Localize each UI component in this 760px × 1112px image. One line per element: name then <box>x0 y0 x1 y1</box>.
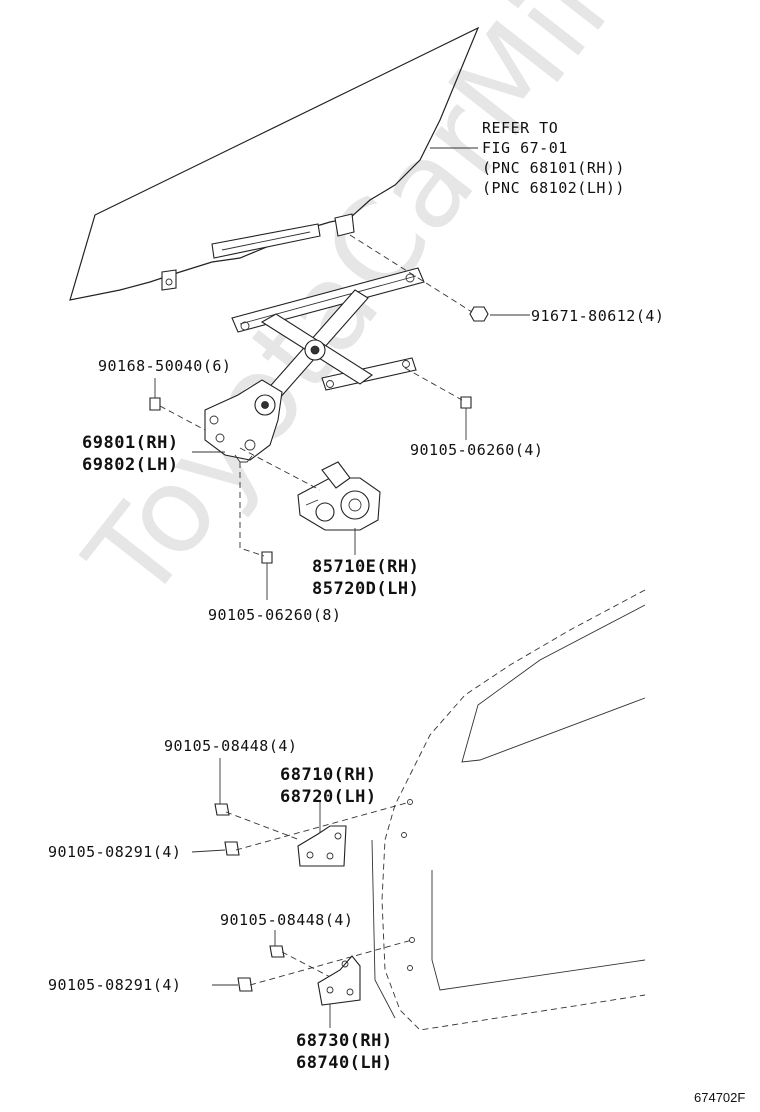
part-label-68740-lh[interactable]: 68740(LH) <box>296 1053 393 1073</box>
part-label-90105-08448-top[interactable]: 90105-08448(4) <box>164 737 298 755</box>
refer-line-2: FIG 67-01 <box>482 139 568 157</box>
part-label-69802-lh[interactable]: 69802(LH) <box>82 455 179 475</box>
refer-line-4: (PNC 68102(LH)) <box>482 179 625 197</box>
part-label-69801-rh[interactable]: 69801(RH) <box>82 433 179 453</box>
dashed-leaders <box>159 234 473 986</box>
door-glass <box>69 26 480 301</box>
part-label-85720d-lh[interactable]: 85720D(LH) <box>312 579 420 599</box>
part-label-90168-50040[interactable]: 90168-50040(6) <box>98 357 232 375</box>
part-label-68730-rh[interactable]: 68730(RH) <box>296 1031 393 1051</box>
bolts <box>149 306 489 992</box>
figure-code: 674702F <box>694 1090 746 1105</box>
regulator-motor <box>297 461 381 531</box>
part-label-68710-rh[interactable]: 68710(RH) <box>280 765 377 785</box>
part-label-90105-08291-top[interactable]: 90105-08291(4) <box>48 843 182 861</box>
refer-line-3: (PNC 68101(RH)) <box>482 159 625 177</box>
part-label-85710e-rh[interactable]: 85710E(RH) <box>312 557 420 577</box>
part-label-68720-lh[interactable]: 68720(LH) <box>280 787 377 807</box>
part-label-90105-06260-4[interactable]: 90105-06260(4) <box>410 441 544 459</box>
part-label-90105-08291-bottom[interactable]: 90105-08291(4) <box>48 976 182 994</box>
part-label-91671-80612[interactable]: 91671-80612(4) <box>531 307 665 325</box>
label-leaders <box>154 314 530 1028</box>
part-label-90105-06260-8[interactable]: 90105-06260(8) <box>208 606 342 624</box>
door-hinges <box>297 825 361 1006</box>
window-regulator <box>204 267 425 463</box>
part-label-90105-08448-bottom[interactable]: 90105-08448(4) <box>220 911 354 929</box>
refer-line-1: REFER TO <box>482 119 559 137</box>
door-outline <box>371 589 646 1031</box>
